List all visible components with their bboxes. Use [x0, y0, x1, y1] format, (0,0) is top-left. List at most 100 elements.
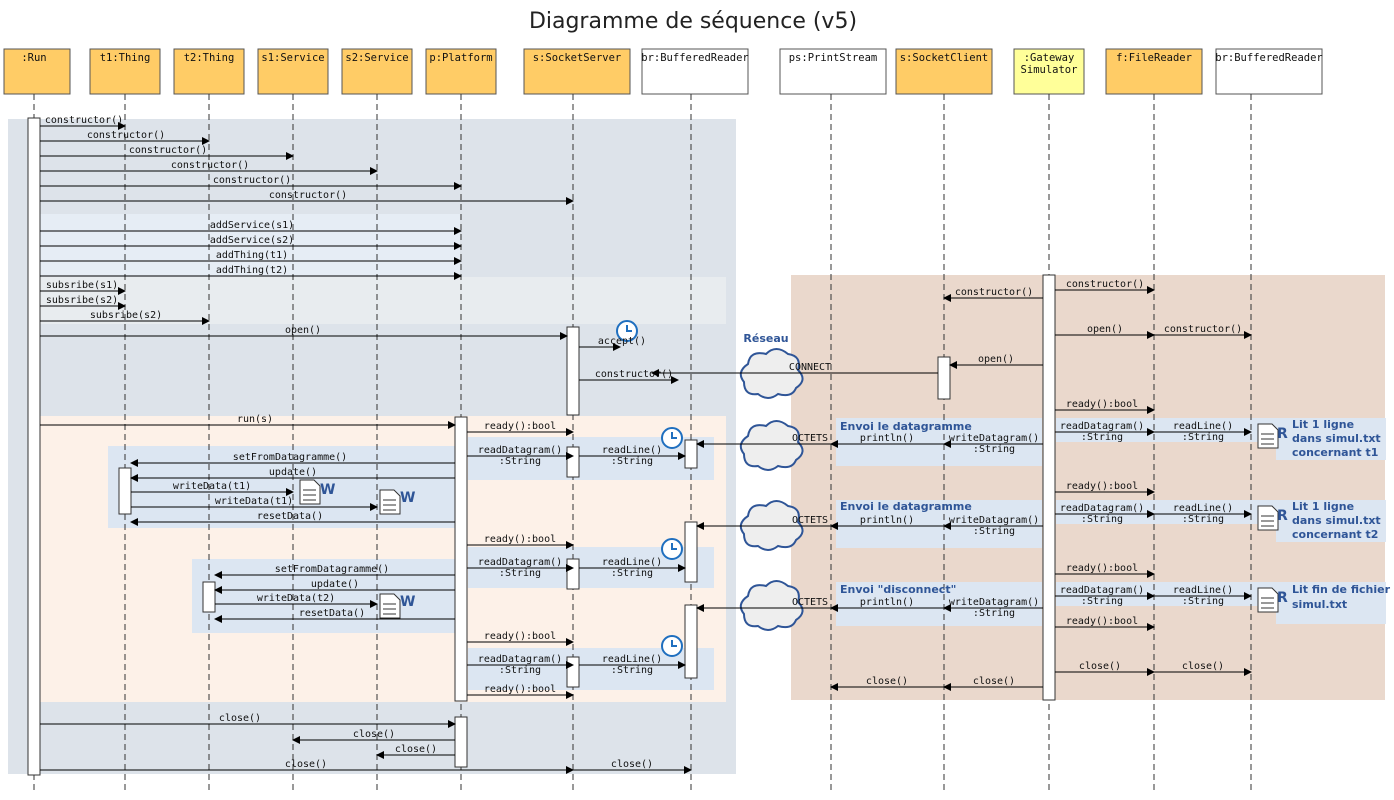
message-label: constructor() — [595, 369, 673, 380]
message: ready():bool — [467, 421, 574, 436]
message-label: readDatagram() — [478, 557, 562, 568]
lifeline-label-printstream: ps:PrintStream — [789, 52, 878, 64]
message-label: :String — [611, 568, 653, 579]
message-label: :String — [1182, 596, 1224, 607]
lifeline-filereader: f:FileReader — [1105, 48, 1203, 95]
message: constructor() — [40, 145, 294, 160]
message: readDatagram():String — [467, 557, 574, 579]
note-read-line-2-a: Lit 1 ligne — [1292, 500, 1354, 513]
message-label: :String — [1081, 596, 1123, 607]
lifeline-platform: p:Platform — [425, 48, 497, 95]
file-band-2 — [1056, 500, 1276, 524]
message-label: readLine() — [602, 445, 662, 456]
message: close() — [573, 759, 692, 774]
document-icon: W — [299, 479, 335, 505]
message-label: open() — [978, 354, 1014, 365]
lifeline-label-gateway-2: Simulator — [1021, 64, 1078, 76]
lifeline-t1: t1:Thing — [89, 48, 161, 95]
lifeline-run: :Run — [3, 48, 71, 95]
message: ready():bool — [467, 534, 574, 549]
document-icon: R — [1257, 423, 1288, 449]
message-label: addThing(t1) — [216, 250, 288, 261]
message: readLine():String — [1154, 503, 1252, 525]
diagram-title: Diagramme de séquence (v5) — [529, 9, 857, 34]
lifeline-label-run: :Run — [21, 52, 46, 64]
message: close() — [292, 729, 455, 744]
message-label: constructor() — [1066, 279, 1144, 290]
lifeline-socketserver: s:SocketServer — [523, 48, 631, 95]
clock-icon — [661, 427, 683, 449]
message: setFromDatagramme() — [214, 564, 455, 579]
message: constructor() — [40, 175, 462, 190]
message-label: writeDatagram() — [949, 433, 1039, 444]
message-label: update() — [269, 467, 317, 478]
message-label: open() — [1087, 324, 1123, 335]
message: readDatagram():String — [467, 654, 574, 676]
message-label: :String — [1182, 514, 1224, 525]
message: OCTETS — [696, 433, 831, 448]
document-icon: W — [379, 489, 415, 515]
message-label: ready():bool — [484, 684, 556, 695]
message: constructor() — [40, 130, 210, 145]
message: constructor() — [40, 115, 126, 130]
lifeline-s1: s1:Service — [257, 48, 329, 95]
message-label: ready():bool — [484, 534, 556, 545]
message-label: constructor() — [955, 287, 1033, 298]
clock-icon — [616, 320, 638, 342]
message-label: constructor() — [213, 175, 291, 186]
message-label: writeDatagram() — [949, 597, 1039, 608]
message-label: println() — [860, 597, 914, 608]
message: open() — [1055, 324, 1155, 339]
message: ready():bool — [467, 631, 574, 646]
read-badge: R — [1277, 508, 1288, 524]
message-label: constructor() — [269, 190, 347, 201]
message-label: CONNECT — [789, 362, 831, 373]
message: subsribe(s2) — [40, 310, 210, 325]
message: println() — [830, 433, 944, 448]
message-label: :String — [973, 444, 1015, 455]
lifeline-label-bufferedreader-1: br:BufferedReader — [641, 52, 748, 64]
lifeline-label-t2: t2:Thing — [184, 52, 235, 64]
message: constructor() — [40, 190, 574, 205]
lifeline-label-gateway-1: :Gateway — [1024, 52, 1075, 64]
message-label: close() — [973, 676, 1015, 687]
message: readLine():String — [579, 654, 686, 676]
send-band-1 — [836, 418, 1042, 466]
cloud-icon — [739, 580, 804, 631]
message: CONNECT — [651, 362, 938, 377]
message: readDatagram():String — [1055, 585, 1155, 607]
message: resetData() — [214, 608, 455, 623]
message-label: ready():bool — [484, 421, 556, 432]
write-badge: W — [320, 482, 335, 498]
message-label: OCTETS — [792, 597, 828, 608]
message-label: close() — [1079, 661, 1121, 672]
message: addService(s2) — [40, 235, 462, 250]
message-label: accept() — [598, 336, 646, 347]
write-badge: W — [400, 490, 415, 506]
message: close() — [1154, 661, 1252, 676]
message-label: readLine() — [602, 654, 662, 665]
message-label: :String — [499, 665, 541, 676]
message-label: constructor() — [87, 130, 165, 141]
clock-icon — [661, 538, 683, 560]
message: close() — [40, 759, 574, 774]
message: resetData() — [130, 511, 455, 526]
message: writeData(t1) — [131, 481, 294, 496]
document-icon: R — [1257, 587, 1288, 613]
message-label: addService(s2) — [210, 235, 294, 246]
message: readDatagram():String — [1055, 503, 1155, 525]
note-band-3 — [1276, 582, 1386, 624]
note-read-eof-b: simul.txt — [1292, 598, 1347, 611]
lifeline-s2: s2:Service — [341, 48, 413, 95]
message-label: ready():bool — [1066, 563, 1138, 574]
message: open() — [40, 325, 568, 340]
message-label: :String — [499, 456, 541, 467]
message: addThing(t1) — [40, 250, 462, 265]
message-label: addThing(t2) — [216, 265, 288, 276]
message: addService(s1) — [40, 220, 462, 235]
message-label: close() — [285, 759, 327, 770]
read-badge: R — [1277, 590, 1288, 606]
message: ready():bool — [1055, 481, 1155, 496]
t2-processing-band — [192, 559, 456, 633]
message-label: close() — [219, 713, 261, 724]
